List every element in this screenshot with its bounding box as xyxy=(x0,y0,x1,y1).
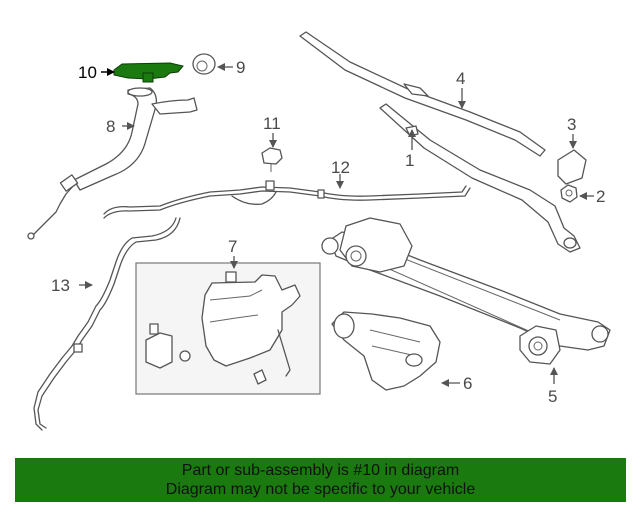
callout-10: 10 xyxy=(78,63,97,82)
part-2-nut xyxy=(560,184,578,203)
callout-8: 8 xyxy=(106,117,115,136)
callout-5: 5 xyxy=(548,387,557,406)
callout-9: 9 xyxy=(236,58,245,77)
banner-line-1: Part or sub-assembly is #10 in diagram xyxy=(181,462,460,479)
part-7-reservoir-assembly xyxy=(135,262,321,395)
part-8-filler-neck xyxy=(27,87,198,240)
parts-diagram: 10 9 8 11 12 xyxy=(27,31,611,431)
part-4-wiper-blade xyxy=(299,31,546,157)
callout-4: 4 xyxy=(456,69,465,88)
info-banner: Part or sub-assembly is #10 in diagram D… xyxy=(15,458,626,502)
callout-1: 1 xyxy=(405,151,414,170)
part-12-washer-hose xyxy=(103,180,471,219)
part-9-grommet xyxy=(192,53,216,75)
callout-3: 3 xyxy=(567,115,576,134)
part-11-washer-nozzle xyxy=(261,147,283,172)
callout-2: 2 xyxy=(596,187,605,206)
part-5-wiper-linkage xyxy=(321,217,611,365)
callout-6: 6 xyxy=(463,374,472,393)
part-13-washer-hose xyxy=(33,217,181,431)
banner-line-2: Diagram may not be specific to your vehi… xyxy=(165,481,476,498)
part-10-reservoir-cap[interactable] xyxy=(113,62,184,83)
callout-11: 11 xyxy=(263,114,281,133)
callout-12: 12 xyxy=(331,158,350,177)
callout-13: 13 xyxy=(51,276,70,295)
callout-7: 7 xyxy=(228,237,237,256)
part-6-wiper-motor xyxy=(331,311,441,391)
part-3-arm-cap xyxy=(557,149,587,185)
